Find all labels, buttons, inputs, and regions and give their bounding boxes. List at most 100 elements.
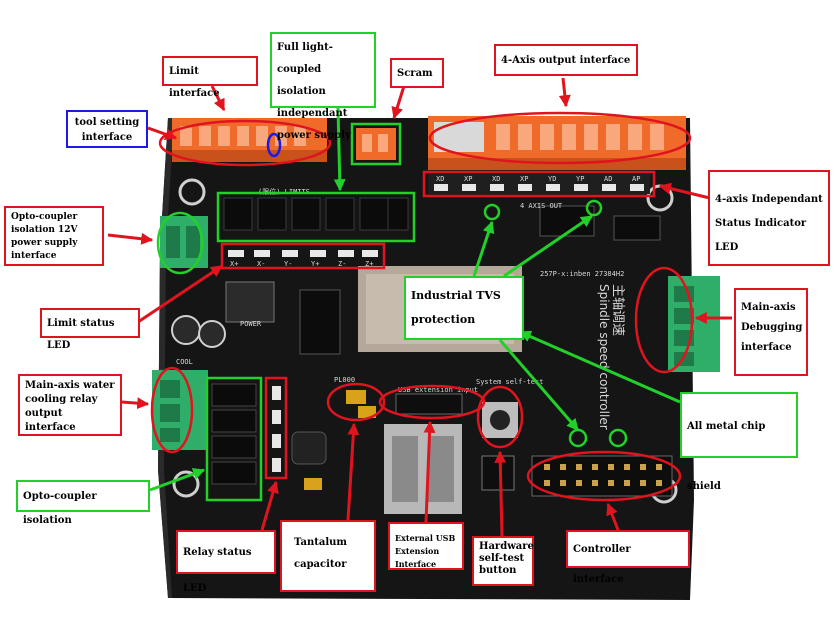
arrow-tvs-b <box>503 214 593 278</box>
mark-axis-led <box>422 170 656 198</box>
mark-relays <box>205 376 263 502</box>
arrow-tvs-a <box>472 220 495 277</box>
arrow-scram <box>391 85 406 120</box>
water-cooling-connector <box>152 370 208 450</box>
silkscreen-text: (限位) LIMITS 4 AXIS OUT COOL POWER 257P-x… <box>176 175 640 394</box>
label-main-axis-water: Main-axis water cooling relay output int… <box>18 374 122 436</box>
mark-power-left <box>156 211 204 275</box>
silk-usb: USB extension input <box>398 386 478 394</box>
logic-chips <box>299 205 661 355</box>
limit-silk-label: Y+ <box>311 260 319 268</box>
arrow-controller <box>606 502 620 531</box>
silk-cool: COOL <box>176 358 193 366</box>
mark-usb <box>378 384 486 420</box>
axis-output-connector <box>428 116 686 170</box>
mark-controller <box>526 450 682 502</box>
limit-silk-label: X- <box>257 260 265 268</box>
arrow-tvs-c <box>498 339 580 431</box>
axis-silk-label: XP <box>520 175 528 183</box>
limit-silk-label: X+ <box>230 260 238 268</box>
relay-led-column <box>272 386 281 472</box>
arrow-metal-shield <box>518 330 681 404</box>
mark-relay-leds <box>264 376 288 480</box>
small-header <box>481 455 515 491</box>
label-limit-status-led: Limit status LED <box>40 308 140 351</box>
arrow-usb <box>423 420 436 523</box>
mark-axis-led-a <box>483 203 501 221</box>
voltage-regulator <box>225 281 275 323</box>
silk-spindle-cn: 主轴调速 <box>610 284 625 336</box>
limit-silk-label: Z+ <box>365 260 373 268</box>
arrow-self-test <box>494 450 507 537</box>
axis-silk-label: XP <box>464 175 472 183</box>
electrolytic-capacitors <box>171 315 226 348</box>
tantalum-capacitors <box>304 390 376 490</box>
arrow-limit-interface <box>210 85 226 112</box>
relay-block <box>211 383 257 485</box>
limit-silk-labels: X+ X- Y- Y+ Z- Z+ <box>230 260 373 268</box>
arrow-opto-isolation <box>149 468 206 492</box>
usb-header <box>395 393 463 415</box>
silk-self-test: System self-test <box>476 378 543 386</box>
silk-power: POWER <box>240 320 262 328</box>
arrow-relay-led <box>260 480 279 531</box>
label-full-light-coupled: Full light-coupled isolation independant… <box>270 32 376 141</box>
label-limit-interface: Limit interface <box>162 56 258 99</box>
mark-scram <box>350 122 402 166</box>
arrow-opto-12v <box>107 232 154 245</box>
label-opto-isolation: Opto-coupler isolation <box>16 480 150 526</box>
limit-silk-label: Y- <box>284 260 292 268</box>
label-relay-status-led: Relay status LED <box>176 530 276 594</box>
axis-silk-label: XD <box>492 175 500 183</box>
label-tool-setting: tool setting interface <box>66 110 148 148</box>
label-opto-12v: Opto-coupler isolation 12V power supply … <box>4 206 104 266</box>
silk-limits: (限位) LIMITS <box>258 187 310 196</box>
mark-opto-row <box>216 191 416 243</box>
label-four-axis-output: 4-Axis output interface <box>494 44 638 76</box>
annotation-arrows <box>107 77 732 537</box>
mark-tantalum <box>326 382 386 422</box>
mark-limit-led <box>220 242 386 270</box>
arrow-water <box>121 397 150 410</box>
label-tantalum: Tantalum capacitor <box>280 520 376 592</box>
mark-water <box>150 366 194 454</box>
limit-led-row <box>228 250 378 257</box>
arrow-axis-output <box>558 77 571 108</box>
mark-axis-output <box>428 111 692 165</box>
axis-silk-label: YP <box>576 175 584 183</box>
arrow-tantalum <box>346 422 360 521</box>
axis-silk-label: XD <box>436 175 444 183</box>
controller-header <box>531 455 673 497</box>
label-controller-interface: Controller interface <box>566 530 690 585</box>
mark-limit-interface <box>158 119 332 167</box>
power-connector-left <box>160 216 208 268</box>
inductor <box>291 431 327 465</box>
axis-silk-label: AD <box>604 175 612 183</box>
silk-model: 257P-x:inben 27384H2 <box>540 270 624 278</box>
arrow-tool-setting <box>147 126 178 141</box>
limit-silk-label: Z- <box>338 260 346 268</box>
spindle-silk: 主轴调速 Spindle speed controller <box>597 284 625 430</box>
mark-led-d <box>608 428 628 448</box>
silk-pcb-id: PL000 <box>334 376 355 384</box>
mount-hole-top-left <box>178 178 206 206</box>
axis-silk-labels: XD XP XD XP YD YP AD AP <box>436 175 640 183</box>
self-test-switch <box>482 402 518 438</box>
mark-tool-setting <box>266 132 282 158</box>
silk-spindle: Spindle speed controller <box>597 284 611 430</box>
label-four-axis-led: 4-axis Independant Status Indicator LED <box>708 170 830 266</box>
mark-debug <box>634 266 694 374</box>
label-all-metal-shield: All metal chip shield <box>680 392 798 492</box>
axis-silk-label: YD <box>548 175 556 183</box>
axis-led-row <box>428 174 650 194</box>
label-hardware-self-test: Hardware self-test button <box>472 536 534 586</box>
arrow-limit-status <box>137 264 223 324</box>
debug-connector <box>668 276 720 372</box>
opto-coupler-row <box>223 197 409 231</box>
axis-silk-label: AP <box>632 175 640 183</box>
mount-hole-bottom-left <box>172 470 200 498</box>
mark-axis-led-b <box>585 199 603 217</box>
mark-self-test <box>476 385 524 449</box>
